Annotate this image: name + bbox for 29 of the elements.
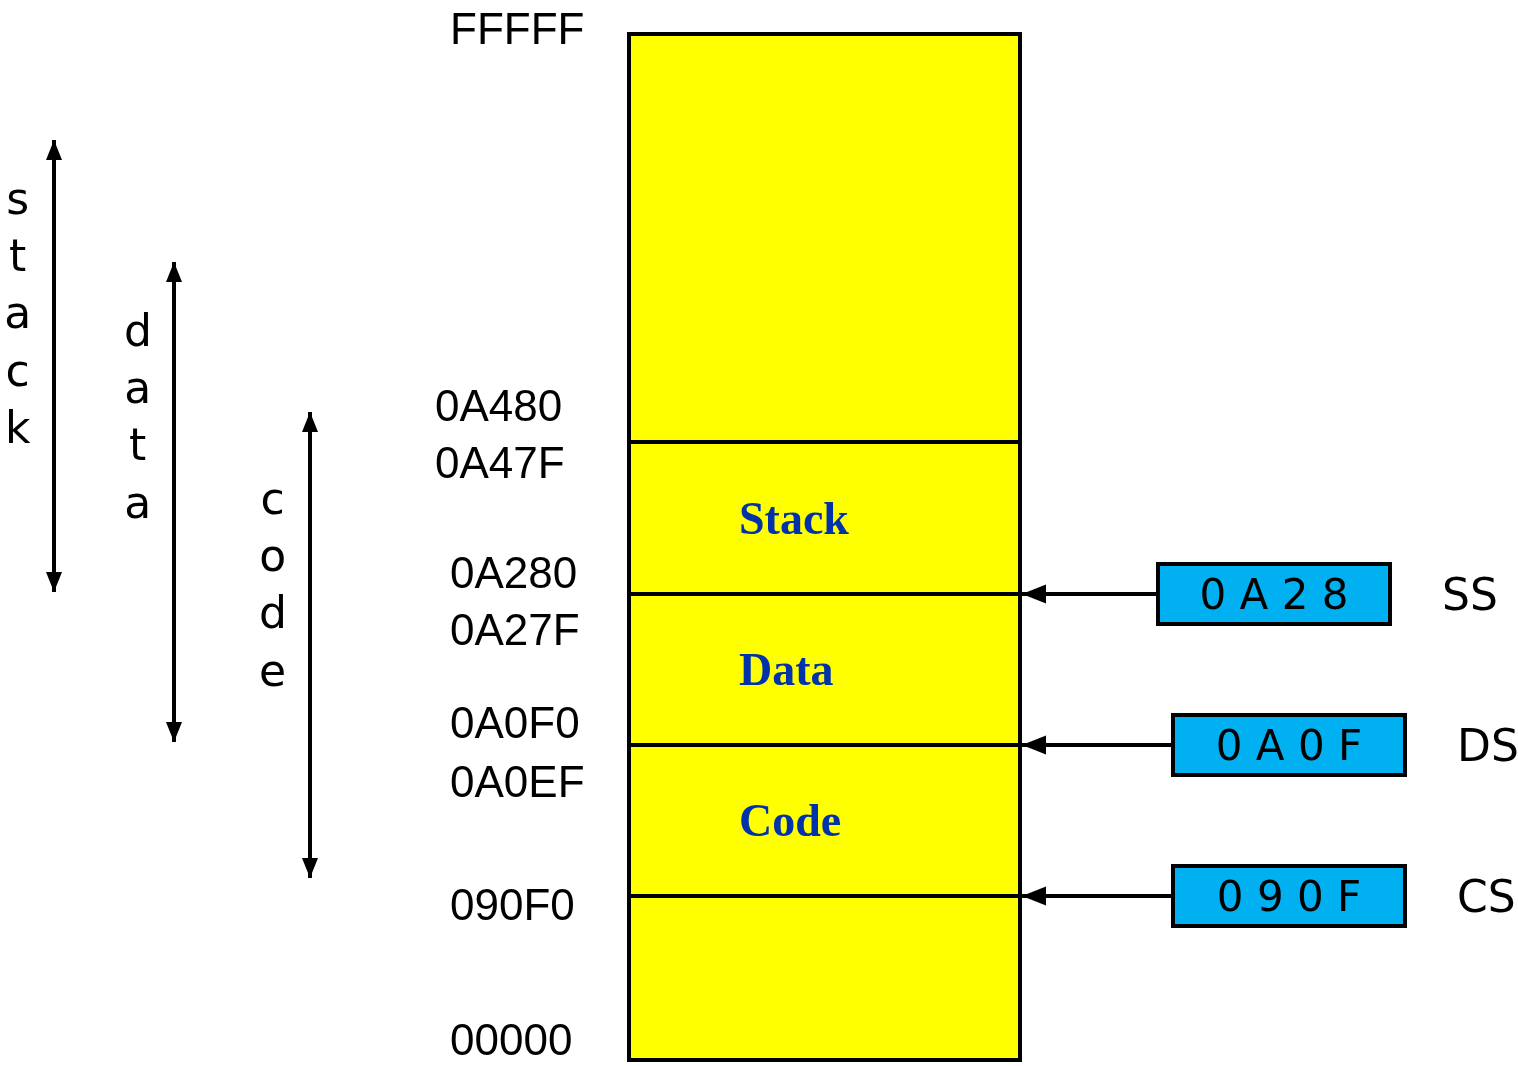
memory-block (627, 32, 1022, 444)
range-label: stack (4, 172, 32, 455)
arrow (1022, 735, 1171, 755)
address-label: 00000 (450, 1015, 573, 1065)
address-label: 0A47F (435, 438, 565, 488)
address-label: 0A480 (435, 381, 563, 431)
address-label: 0A280 (450, 548, 578, 598)
address-label: 0A27F (450, 605, 580, 655)
arrow (1022, 584, 1156, 604)
memory-segment (627, 444, 1022, 596)
range-label: data (124, 304, 152, 530)
address-label: FFFFF (450, 4, 585, 54)
register-name: DS (1457, 719, 1518, 771)
memory-segment (627, 747, 1022, 898)
register-box: 0 9 0 F (1171, 864, 1407, 928)
register-box: 0 A 0 F (1171, 713, 1407, 777)
memory-segment (627, 596, 1022, 747)
register-name: CS (1457, 870, 1516, 922)
register-box: 0 A 2 8 (1156, 562, 1392, 626)
segment-name: Stack (739, 491, 849, 545)
register-name: SS (1442, 568, 1498, 620)
segment-name: Data (739, 643, 834, 696)
address-label: 0A0EF (450, 757, 585, 807)
memory-block (627, 898, 1022, 1062)
range-label: code (259, 472, 287, 698)
arrow (1022, 886, 1171, 906)
address-label: 090F0 (450, 880, 575, 930)
address-label: 0A0F0 (450, 698, 580, 748)
segment-name: Code (739, 794, 842, 847)
